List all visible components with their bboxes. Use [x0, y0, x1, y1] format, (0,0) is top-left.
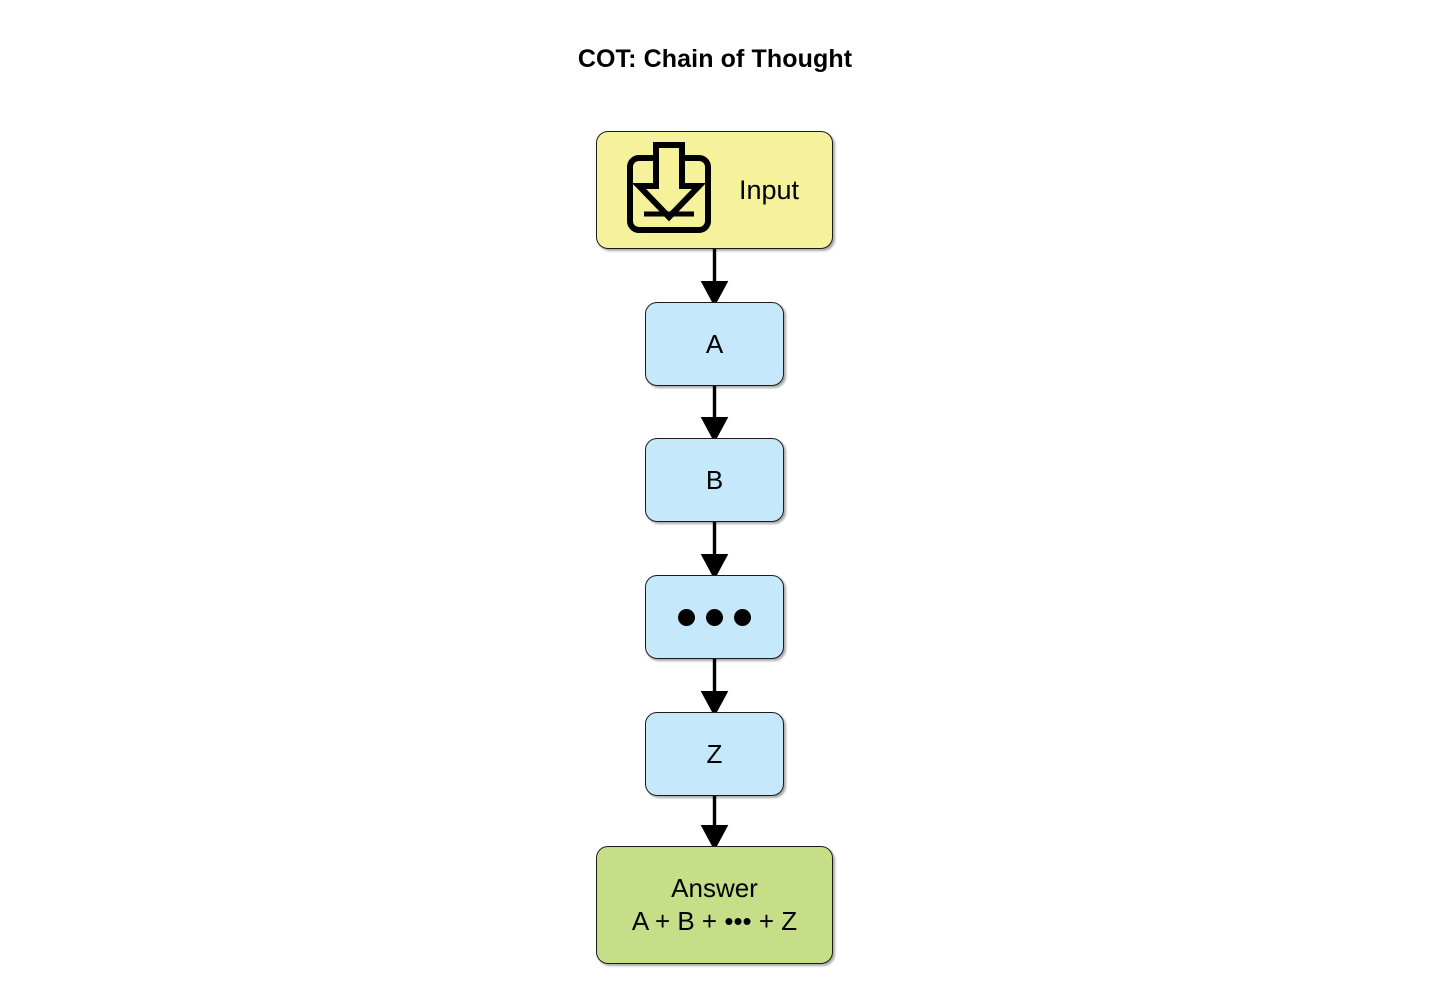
ellipsis-dot — [734, 608, 751, 626]
node-step-a-label: A — [705, 329, 724, 359]
download-arrow-icon — [627, 142, 711, 233]
node-step-b-label: B — [705, 465, 724, 495]
node-answer[interactable]: Answer A + B + ••• + Z — [596, 846, 833, 964]
node-step-z-label: Z — [706, 739, 723, 769]
node-step-ellipsis[interactable] — [645, 575, 784, 659]
node-answer-title: Answer — [671, 873, 758, 903]
node-step-b[interactable]: B — [645, 438, 784, 522]
ellipsis-dot — [678, 608, 695, 626]
node-input-label: Input — [739, 175, 800, 205]
node-step-a[interactable]: A — [645, 302, 784, 386]
node-step-z[interactable]: Z — [645, 712, 784, 796]
node-answer-formula: A + B + ••• + Z — [631, 906, 798, 936]
ellipsis-dot — [706, 608, 723, 626]
node-input[interactable]: Input — [596, 131, 833, 249]
ellipsis-dots — [678, 608, 751, 626]
page-title: COT: Chain of Thought — [577, 45, 853, 73]
